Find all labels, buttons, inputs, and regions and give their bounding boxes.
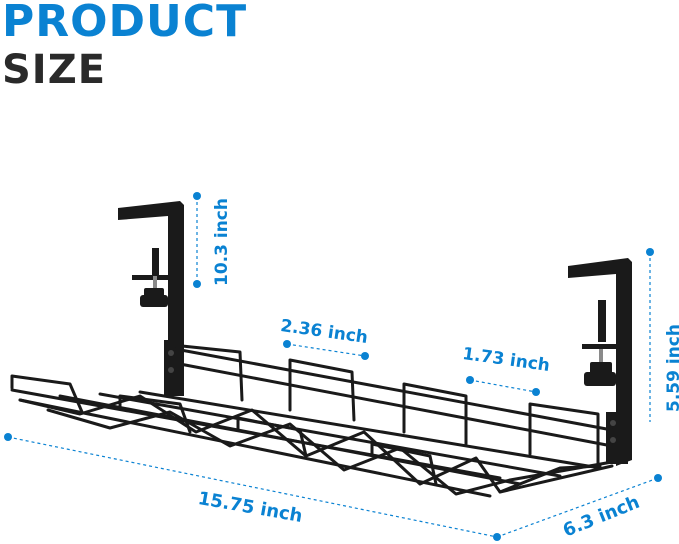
left-clamp xyxy=(118,201,184,398)
dimension-clamp-height: 10.3 inch xyxy=(212,198,232,286)
heading-size: SIZE xyxy=(2,47,107,93)
dimension-dots xyxy=(4,192,662,541)
dimension-total-height: 5.59 inch xyxy=(664,324,679,412)
heading-product: PRODUCT xyxy=(2,0,248,47)
right-clamp xyxy=(568,258,632,466)
dimension-guides xyxy=(7,196,659,538)
wire-basket xyxy=(10,344,614,498)
